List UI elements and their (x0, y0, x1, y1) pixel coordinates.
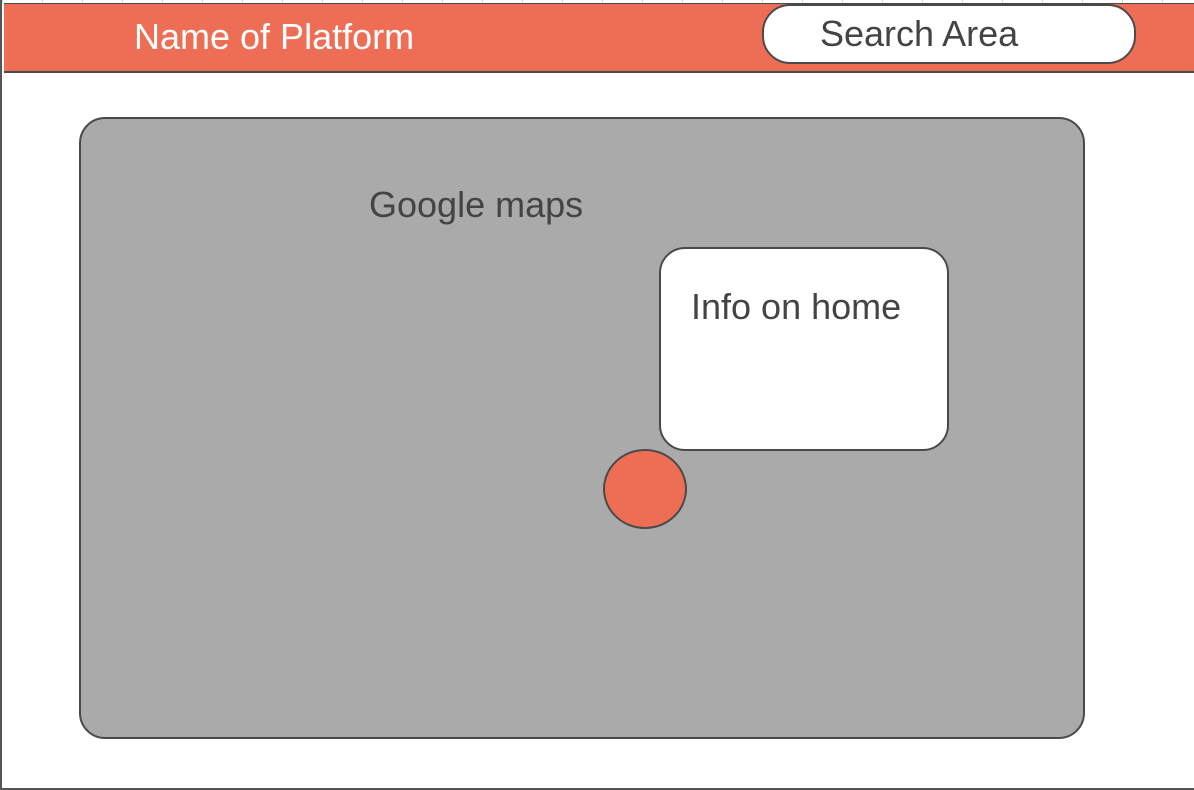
google-map[interactable]: Google maps Info on home (79, 117, 1085, 739)
search-placeholder[interactable]: Search Area (820, 13, 1019, 54)
search-area[interactable]: Search Area (762, 4, 1136, 64)
home-info-popup[interactable]: Info on home (659, 247, 949, 451)
top-ruler (2, 0, 1194, 3)
platform-name[interactable]: Name of Platform (134, 16, 415, 57)
header-bar: Name of Platform Search Area (4, 3, 1194, 73)
map-label: Google maps (369, 184, 584, 225)
location-pin-icon[interactable] (603, 449, 687, 529)
home-info-text: Info on home (691, 286, 902, 327)
